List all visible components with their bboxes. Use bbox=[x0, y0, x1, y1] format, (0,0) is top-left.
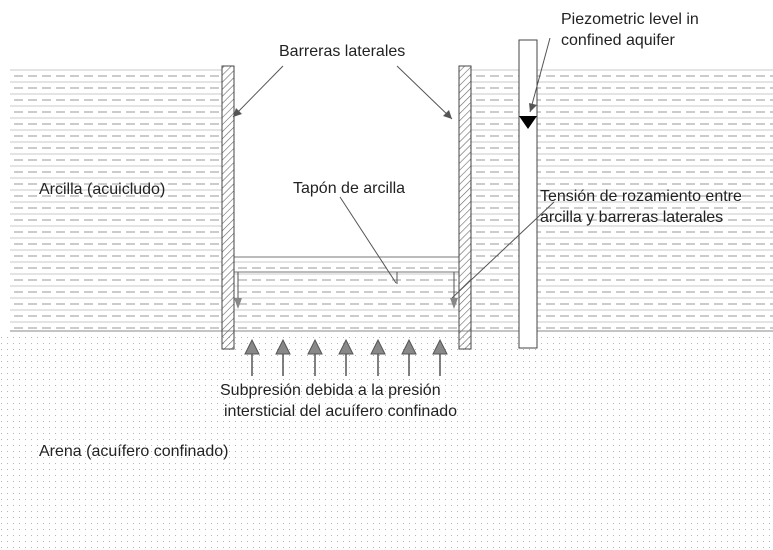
friction-arrow-right-head bbox=[450, 298, 458, 309]
label-tension-line1: Tensión de rozamiento entre bbox=[540, 188, 742, 205]
pointer-tapon bbox=[339, 196, 397, 284]
clay-plug bbox=[234, 257, 459, 330]
uplift-arrow bbox=[370, 338, 386, 376]
pointer-barrier-right-head bbox=[443, 110, 452, 119]
label-tapon: Tapón de arcilla bbox=[293, 180, 405, 197]
uplift-arrow bbox=[244, 338, 260, 376]
friction-arrow-left-head bbox=[234, 298, 242, 309]
uplift-arrows bbox=[244, 338, 448, 376]
label-subpresion-line1: Subpresión debida a la presión bbox=[220, 382, 441, 399]
label-barreras-laterales: Barreras laterales bbox=[279, 43, 405, 60]
clay-layer-left bbox=[10, 66, 222, 330]
label-arcilla: Arcilla (acuicludo) bbox=[39, 181, 165, 198]
barrier-wall-left bbox=[221, 65, 235, 350]
pointer-barrier-left bbox=[232, 65, 284, 118]
uplift-arrow bbox=[338, 338, 354, 376]
pointer-piezometric bbox=[529, 37, 551, 113]
barrier-wall-right bbox=[458, 65, 472, 350]
label-subpresion-line2: intersticial del acuífero confinado bbox=[224, 403, 457, 420]
uplift-arrow bbox=[307, 338, 323, 376]
uplift-arrow bbox=[275, 338, 291, 376]
uplift-arrow bbox=[432, 338, 448, 376]
label-piezometric-line1: Piezometric level in bbox=[561, 11, 699, 28]
label-tension-line2: arcilla y barreras laterales bbox=[540, 209, 723, 226]
pointer-barrier-right bbox=[396, 65, 453, 120]
piezometer-tube bbox=[518, 39, 538, 349]
sand-layer bbox=[0, 334, 773, 550]
label-piezometric-line2: confined aquifer bbox=[561, 32, 676, 49]
uplift-arrow bbox=[401, 338, 417, 376]
label-arena: Arena (acuífero confinado) bbox=[39, 443, 228, 460]
water-level-marker bbox=[519, 116, 537, 129]
pointer-piezometric-head bbox=[529, 103, 537, 112]
pointer-tension bbox=[451, 201, 555, 299]
pointer-barrier-left-head bbox=[233, 108, 242, 117]
